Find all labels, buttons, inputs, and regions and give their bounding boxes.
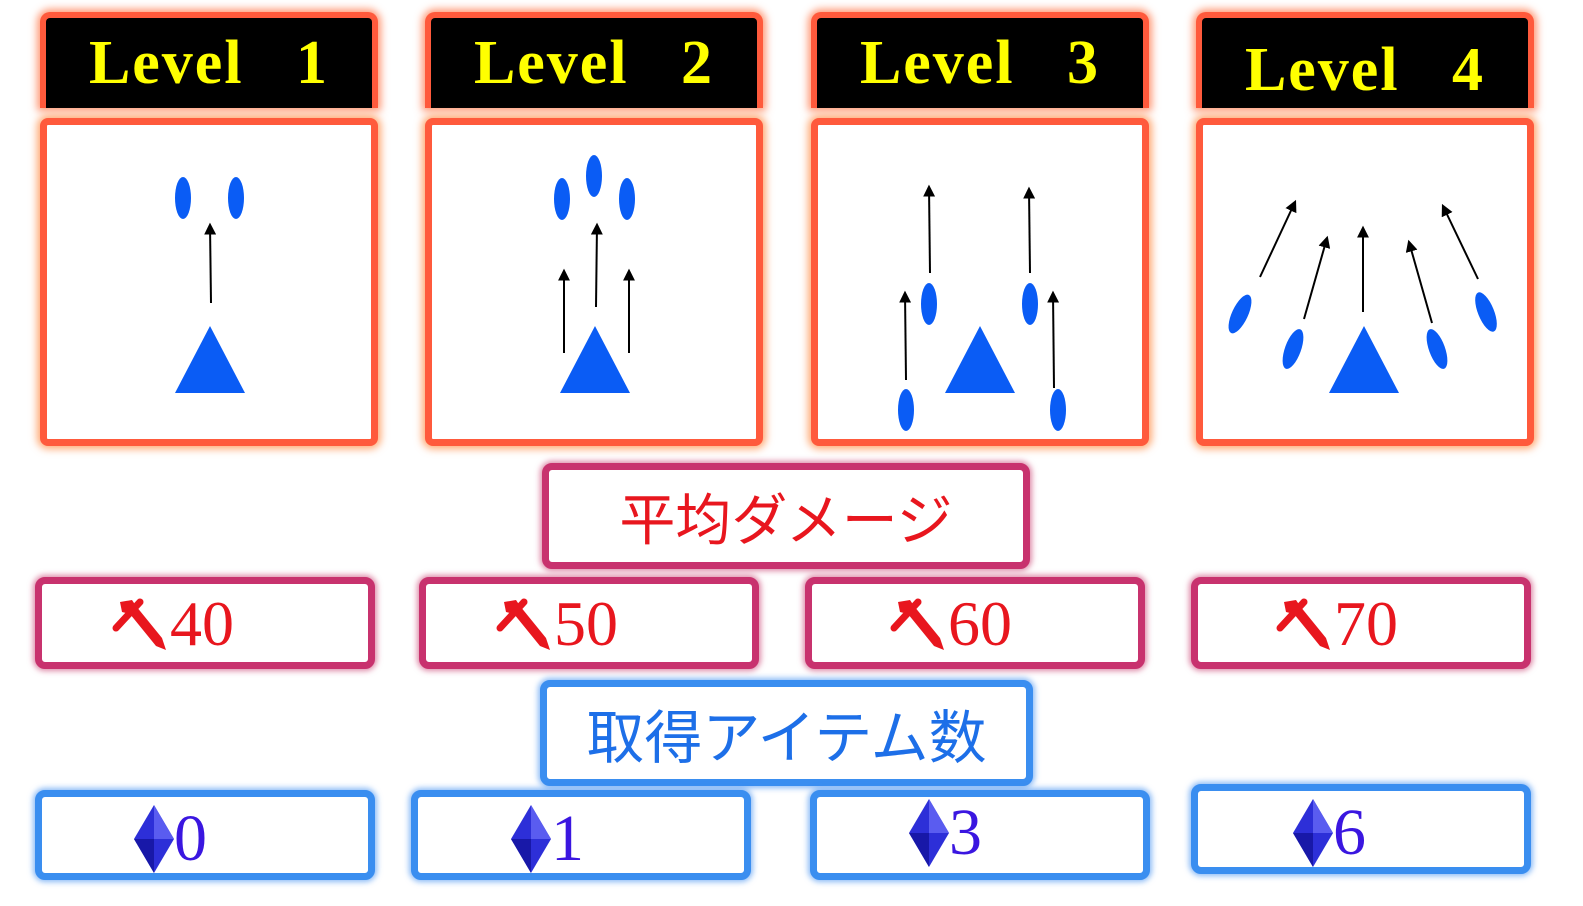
level-4-shot-pattern: [1228, 199, 1497, 393]
arrow: [899, 290, 912, 381]
level-1-header: Level 1: [40, 12, 378, 108]
damage-value: 70: [1334, 588, 1398, 659]
arrow: [1303, 235, 1331, 320]
level-1-items-box: 0: [35, 790, 375, 880]
player-ship-triangle: [175, 326, 245, 393]
level-3-header: Level 3: [811, 12, 1149, 108]
diamond-gem-icon: [1293, 799, 1333, 867]
arrow: [1047, 290, 1060, 389]
bullet: [586, 155, 602, 197]
player-ship-triangle: [1329, 326, 1399, 393]
bullet: [1050, 389, 1066, 431]
damage-value: 60: [948, 588, 1012, 659]
level-3-diagram: [811, 118, 1149, 446]
sword-icon: [1276, 594, 1334, 654]
bullet: [228, 177, 244, 219]
arrow: [1441, 203, 1479, 280]
level-4-header: Level 4: [1196, 12, 1534, 108]
items-acquired-title: 取得アイテム数: [540, 680, 1033, 786]
level-3-damage-box: 60: [805, 577, 1145, 669]
level-1-diagram: [40, 118, 378, 446]
bullet: [921, 283, 937, 325]
level-3-shot-pattern: [898, 184, 1066, 431]
level-4-damage-box: 70: [1191, 577, 1531, 669]
level-2-shot-pattern: [554, 155, 635, 393]
diamond-gem-icon: [909, 799, 949, 867]
arrow: [1023, 186, 1036, 274]
player-ship-triangle: [560, 326, 630, 393]
level-4-items-box: 6: [1191, 784, 1531, 874]
bullet: [554, 178, 570, 220]
average-damage-title: 平均ダメージ: [542, 463, 1030, 569]
item-count: 6: [1333, 796, 1366, 869]
bullet: [1022, 283, 1038, 325]
arrow: [204, 222, 217, 304]
bullet: [619, 178, 635, 220]
item-count: 3: [949, 796, 982, 869]
level-2-damage-box: 50: [419, 577, 759, 669]
diamond-gem-icon: [134, 805, 174, 873]
sword-icon: [890, 594, 948, 654]
level-2-header: Level 2: [425, 12, 763, 108]
bullet: [1228, 294, 1252, 334]
level-3-items-box: 3: [810, 790, 1150, 880]
arrow: [590, 222, 603, 308]
bullet: [1282, 329, 1304, 369]
level-4-diagram: [1196, 118, 1534, 446]
level-1-shot-pattern: [175, 177, 245, 393]
bullet: [1426, 329, 1448, 369]
damage-value: 50: [554, 588, 618, 659]
arrow: [923, 184, 936, 274]
level-1-damage-box: 40: [35, 577, 375, 669]
item-count: 1: [551, 802, 584, 875]
bullet: [1475, 292, 1497, 332]
sword-icon: [496, 594, 554, 654]
arrow: [1405, 239, 1433, 324]
level-2-items-box: 1: [411, 790, 751, 880]
arrow: [1259, 199, 1297, 278]
sword-icon: [112, 594, 170, 654]
level-2-diagram: [425, 118, 763, 446]
item-count: 0: [174, 802, 207, 875]
bullet: [898, 389, 914, 431]
diamond-gem-icon: [511, 805, 551, 873]
damage-value: 40: [170, 588, 234, 659]
player-ship-triangle: [945, 326, 1015, 393]
bullet: [175, 177, 191, 219]
